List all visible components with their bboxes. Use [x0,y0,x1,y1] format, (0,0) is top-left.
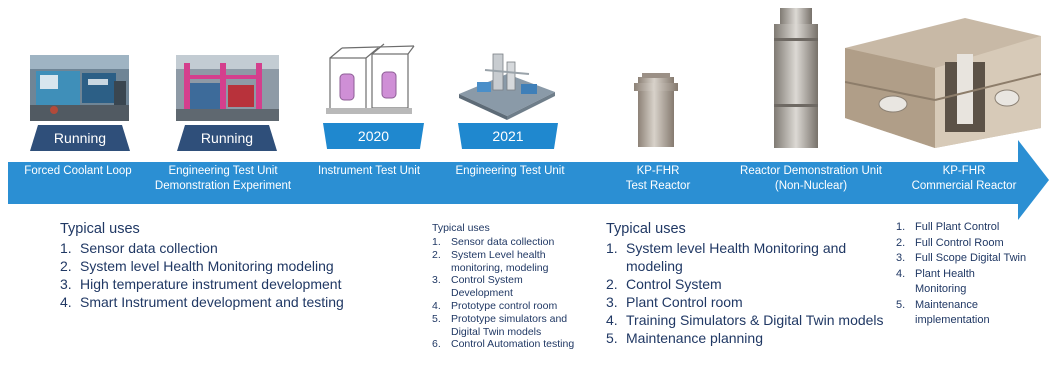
forced-coolant-loop-photo [30,55,129,121]
list-item: 4.Training Simulators & Digital Twin mod… [606,312,884,328]
list-item: 1.Full Plant Control [896,221,1000,233]
list-item: 3.High temperature instrument developmen… [60,276,342,292]
uses-d-list: 1.Full Plant Control 2.Full Control Room… [896,220,1046,329]
test-reactor-vessel-render [632,73,680,147]
list-item: 3.Full Scope Digital Twin [896,252,1027,264]
uses-c-heading: Typical uses [606,221,686,237]
badge-year-2020: 2020 [323,123,424,149]
stage-label-instrument-test-unit: Instrument Test Unit [317,165,421,177]
list-item: 4.Prototype control room [432,299,558,312]
engineering-test-unit-render [455,44,557,120]
list-item: 5.Prototype simulators and Digital Twin … [432,312,568,338]
badge-running-1: Running [30,125,130,151]
badge-year-2021: 2021 [458,123,558,149]
list-item: 3.Control System Development [432,274,523,300]
list-item: 4.Plant Health Monitoring [896,267,975,296]
list-item: 2.Full Control Room [896,236,1004,249]
badge-running-2: Running [177,125,277,151]
reactor-demo-unit-render [770,8,822,148]
stage-label-reactor-demo-unit: Reactor Demonstration Unit(Non-Nuclear) [740,165,882,192]
list-item: 5.Maintenance implementation [896,298,990,327]
list-item: 4.Smart Instrument development and testi… [60,294,344,310]
uses-a-heading: Typical uses [60,221,140,237]
uses-c-list: 1.System level Health Monitoring and mod… [606,239,896,347]
list-item: 1.Sensor data collection [60,240,218,256]
list-item: 2.System level Health Monitoring modelin… [60,258,334,274]
list-item: 6.Control Automation testing [432,338,575,351]
uses-b-list: 1.Sensor data collection 2.System Level … [432,236,592,351]
etu-demo-experiment-photo [176,55,279,121]
list-item: 3.Plant Control room [606,294,743,310]
uses-a-list: 1.Sensor data collection 2.System level … [60,239,380,311]
list-item: 2.Control System [606,276,722,292]
list-item: 1.System level Health Monitoring and mod… [606,240,847,274]
uses-b-heading: Typical uses [432,222,490,234]
list-item: 2.System Level health monitoring, modeli… [432,248,549,274]
commercial-reactor-render [845,18,1041,148]
timeline-arrow [8,140,1049,220]
list-item: 5.Maintenance planning [606,330,763,346]
instrument-test-unit-render [322,40,417,120]
stage-label-engineering-test-unit: Engineering Test Unit [455,165,565,177]
list-item: 1.Sensor data collection [432,236,555,248]
stage-label-forced-coolant-loop: Forced Coolant Loop [24,165,132,177]
